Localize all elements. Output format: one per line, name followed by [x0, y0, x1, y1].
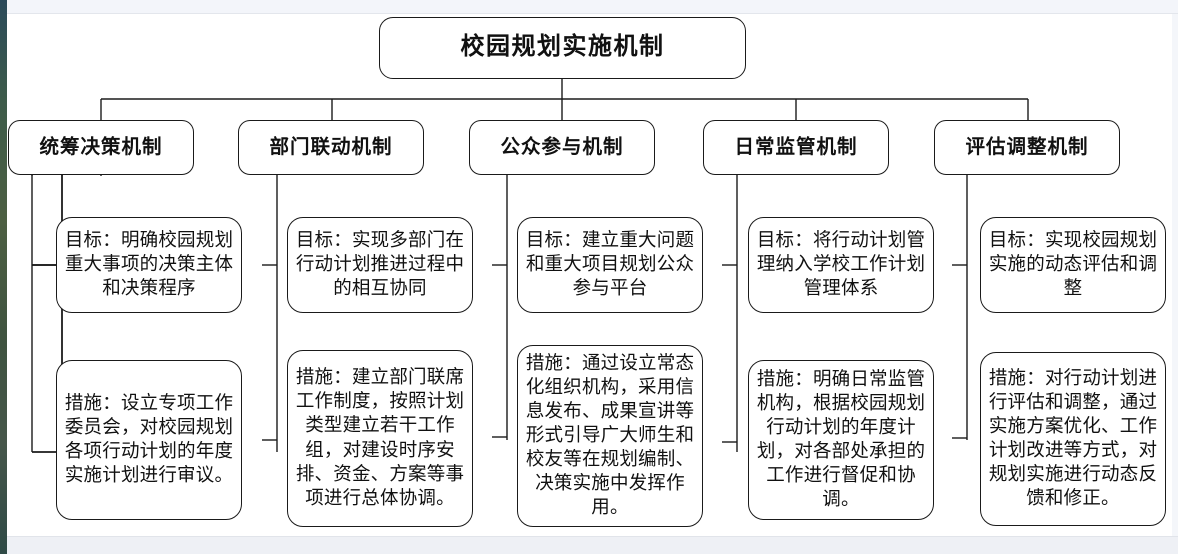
category-node-1-label: 统筹决策机制 — [39, 136, 163, 158]
page-right-edge-strip — [1172, 14, 1178, 536]
category-node-5-label: 评估调整机制 — [965, 136, 1089, 158]
goal-node-3-text: 目标：建立重大问题和重大项目规划公众参与平台 — [525, 230, 695, 300]
category-node-1[interactable]: 统筹决策机制 — [8, 120, 194, 175]
measure-node-2-text: 措施：建立部门联席工作制度，按照计划类型建立若干工作组，对建设时序安排、资金、方… — [295, 368, 465, 509]
goal-node-4-text: 目标：将行动计划管理纳入学校工作计划管理体系 — [756, 230, 926, 300]
root-node-label: 校园规划实施机制 — [460, 34, 665, 61]
goal-node-3[interactable]: 目标：建立重大问题和重大项目规划公众参与平台 — [517, 217, 703, 313]
measure-node-1-text: 措施：设立专项工作委员会，对校园规划各项行动计划的年度实施计划进行审议。 — [64, 393, 234, 487]
page-left-edge-strip — [0, 0, 7, 554]
measure-node-1[interactable]: 措施：设立专项工作委员会，对校园规划各项行动计划的年度实施计划进行审议。 — [56, 360, 242, 520]
category-node-4-label: 日常监管机制 — [734, 136, 858, 158]
goal-node-2-text: 目标：实现多部门在行动计划推进过程中的相互协同 — [295, 230, 465, 300]
measure-node-2[interactable]: 措施：建立部门联席工作制度，按照计划类型建立若干工作组，对建设时序安排、资金、方… — [287, 350, 473, 527]
measure-node-4[interactable]: 措施：明确日常监管机构，根据校园规划行动计划的年度计划，对各部处承担的工作进行督… — [748, 360, 934, 520]
goal-node-5-text: 目标：实现校园规划实施的动态评估和调整 — [988, 230, 1158, 300]
category-node-2-label: 部门联动机制 — [269, 136, 393, 158]
measure-node-5-text: 措施：对行动计划进行评估和调整，通过实施方案优化、工作计划改进等方式，对规划实施… — [988, 368, 1158, 510]
category-node-3-label: 公众参与机制 — [500, 136, 624, 158]
root-node[interactable]: 校园规划实施机制 — [379, 17, 746, 79]
goal-node-5[interactable]: 目标：实现校园规划实施的动态评估和调整 — [980, 217, 1166, 313]
goal-node-2[interactable]: 目标：实现多部门在行动计划推进过程中的相互协同 — [287, 217, 473, 313]
goal-node-1[interactable]: 目标：明确校园规划重大事项的决策主体和决策程序 — [56, 217, 242, 313]
measure-node-5[interactable]: 措施：对行动计划进行评估和调整，通过实施方案优化、工作计划改进等方式，对规划实施… — [980, 352, 1166, 526]
measure-node-3-text: 措施：通过设立常态化组织机构，采用信息发布、成果宣讲等形式引导广大师生和校友等在… — [525, 353, 695, 519]
category-node-5[interactable]: 评估调整机制 — [934, 120, 1120, 175]
category-node-3[interactable]: 公众参与机制 — [469, 120, 655, 175]
page-top-band — [0, 0, 1178, 14]
page-bottom-band — [0, 536, 1178, 554]
measure-node-4-text: 措施：明确日常监管机构，根据校园规划行动计划的年度计划，对各部处承担的工作进行督… — [756, 369, 926, 511]
category-node-2[interactable]: 部门联动机制 — [238, 120, 424, 175]
goal-node-1-text: 目标：明确校园规划重大事项的决策主体和决策程序 — [64, 230, 234, 300]
goal-node-4[interactable]: 目标：将行动计划管理纳入学校工作计划管理体系 — [748, 217, 934, 313]
category-node-4[interactable]: 日常监管机制 — [703, 120, 889, 175]
measure-node-3[interactable]: 措施：通过设立常态化组织机构，采用信息发布、成果宣讲等形式引导广大师生和校友等在… — [517, 345, 703, 527]
